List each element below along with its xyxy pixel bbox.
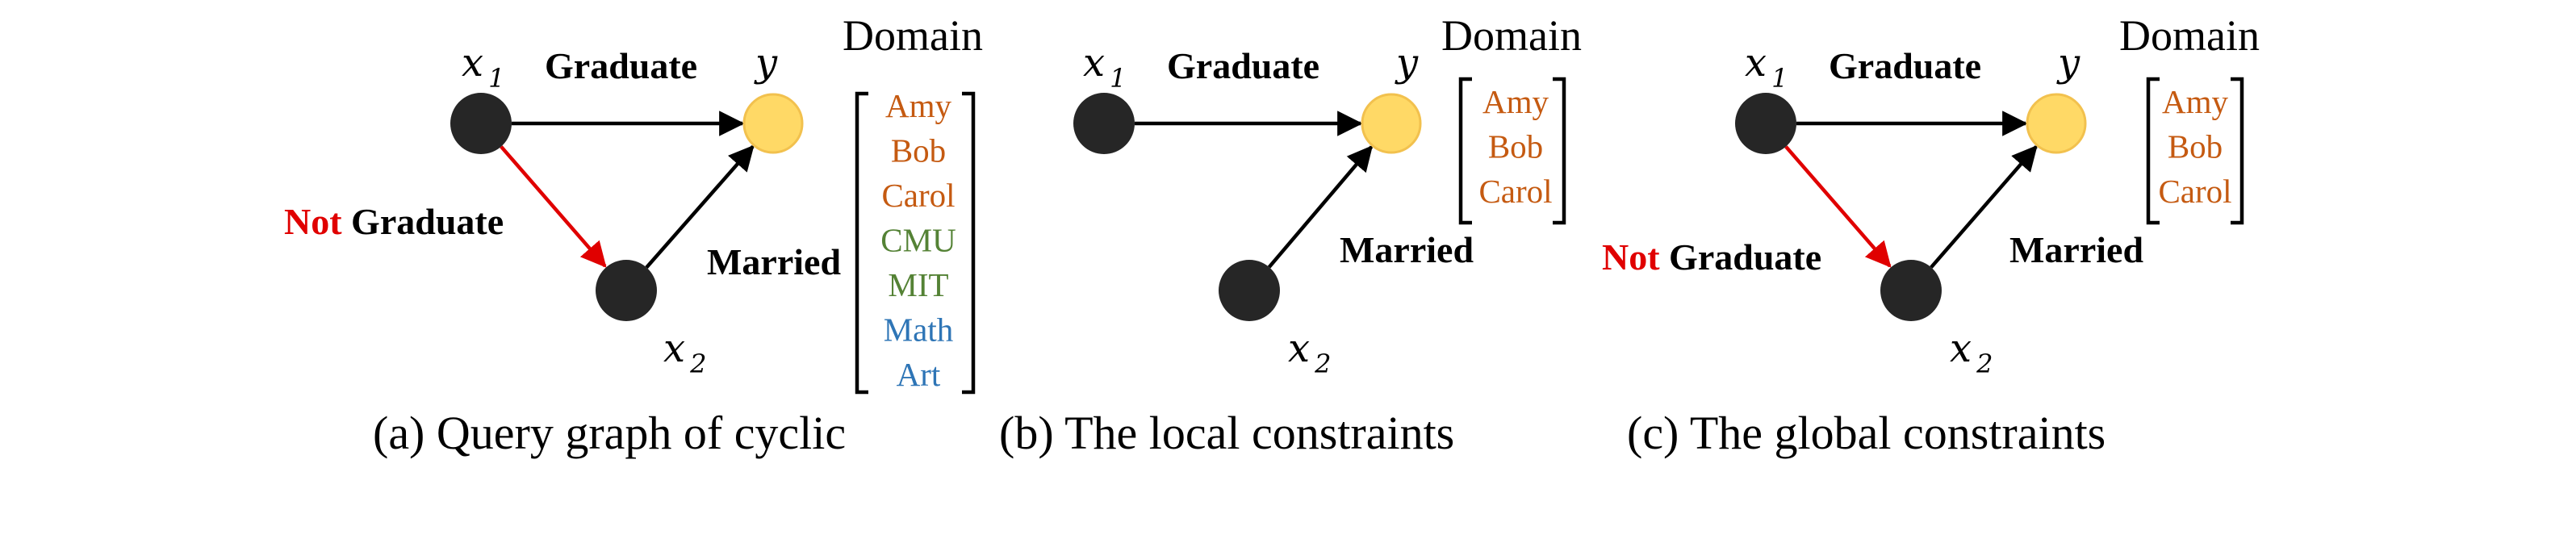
label-x2-base: x — [1288, 326, 1310, 371]
domain-item: Bob — [1488, 128, 1543, 165]
label-x1-subscript: 1 — [1110, 63, 1126, 94]
label-not-graduate-rest: Graduate — [342, 201, 504, 242]
caption-b: (b) The local constraints — [999, 407, 1454, 459]
label-x2-subscript: 2 — [689, 349, 706, 379]
label-not-graduate-rest: Graduate — [1660, 236, 1822, 278]
domain-bracket-left — [2146, 77, 2160, 225]
domain-item: Carol — [881, 177, 955, 214]
node-y — [742, 93, 804, 154]
node-y — [1361, 93, 1422, 154]
node-x2 — [596, 260, 657, 321]
label-not-graduate: Not Graduate — [284, 201, 504, 242]
domain-bracket-right — [1553, 77, 1566, 225]
label-x2-subscript: 2 — [1314, 349, 1331, 379]
edge-not-graduate — [1784, 145, 1892, 268]
label-not: Not — [1602, 236, 1660, 278]
label-y: y — [754, 40, 778, 86]
edge-married — [1267, 144, 1374, 269]
domain-bracket-left — [855, 91, 868, 395]
domain-title: Domain — [843, 11, 983, 60]
caption-c: (c) The global constraints — [1627, 407, 2106, 459]
label-x1-base: x — [1745, 40, 1767, 86]
domain-item: Art — [897, 356, 941, 393]
domain-item: MIT — [888, 266, 948, 303]
label-married: Married — [707, 241, 841, 282]
domain-title: Domain — [2119, 11, 2260, 60]
label-y: y — [2056, 40, 2080, 86]
domain-item: Bob — [891, 132, 946, 169]
label-y-base: y — [754, 40, 778, 86]
node-x1 — [450, 93, 512, 154]
caption-a: (a) Query graph of cyclic — [373, 407, 846, 459]
node-y — [2026, 93, 2087, 154]
label-married: Married — [1340, 229, 1474, 270]
label-not-graduate: Not Graduate — [1602, 236, 1821, 278]
node-x1 — [1073, 93, 1135, 154]
domain-item: Carol — [2158, 173, 2231, 210]
domain-item: CMU — [880, 222, 956, 259]
node-x1 — [1735, 93, 1796, 154]
label-x1-base: x — [1083, 40, 1105, 86]
domain-item: Amy — [885, 87, 952, 124]
node-x2 — [1219, 260, 1280, 321]
domain-item: Amy — [2162, 83, 2229, 120]
label-graduate: Graduate — [1829, 45, 1981, 86]
label-x1-base: x — [462, 40, 483, 86]
label-y: y — [1395, 40, 1419, 86]
edge-not-graduate — [500, 145, 607, 268]
label-not: Not — [284, 201, 342, 242]
edge-married — [1930, 144, 2038, 269]
label-graduate: Graduate — [545, 45, 697, 86]
label-x2-subscript: 2 — [1976, 349, 1993, 379]
node-x2 — [1880, 260, 1942, 321]
domain-item: Math — [884, 311, 954, 349]
label-y-base: y — [1395, 40, 1419, 86]
label-x1-subscript: 1 — [1771, 63, 1788, 94]
domain-item: Amy — [1482, 83, 1549, 120]
edge-married — [645, 144, 755, 269]
label-married: Married — [2009, 229, 2143, 270]
domain-item: Carol — [1478, 173, 1552, 210]
domain-title: Domain — [1441, 11, 1582, 60]
label-x2-base: x — [1950, 326, 1972, 371]
label-y-base: y — [2056, 40, 2080, 86]
domain-item: Bob — [2168, 128, 2223, 165]
label-x2-base: x — [663, 326, 685, 371]
label-graduate: Graduate — [1167, 45, 1319, 86]
domain-bracket-right — [962, 91, 976, 395]
label-x1-subscript: 1 — [488, 63, 504, 94]
domain-bracket-right — [2231, 77, 2244, 225]
domain-bracket-left — [1458, 77, 1472, 225]
